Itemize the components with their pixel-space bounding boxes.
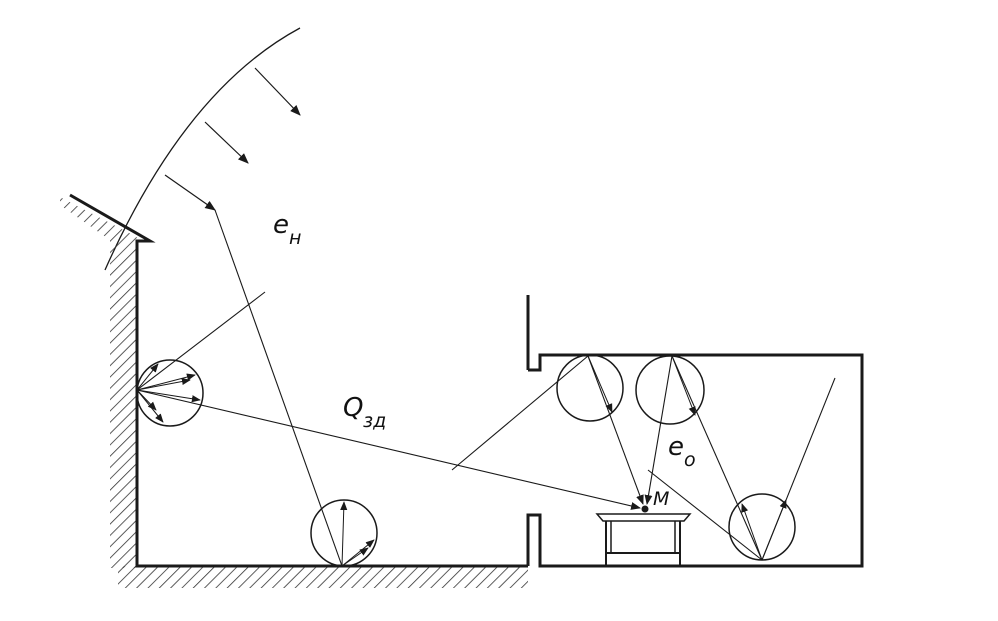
label-q-sub: зд <box>363 410 386 432</box>
reflection-circle-ceiling-left <box>556 354 624 422</box>
label-e-n-sub: н <box>289 227 301 249</box>
room-outline <box>526 295 864 568</box>
label-q-main: Q <box>343 393 363 423</box>
point-m <box>641 505 649 513</box>
reflection-circle-ground <box>310 499 378 567</box>
label-e-n-main: e <box>273 210 289 240</box>
label-point-m: M <box>653 488 669 510</box>
light-rays <box>136 209 836 567</box>
label-e-o-sub: о <box>684 449 696 471</box>
sky-dome <box>104 27 301 271</box>
left-building-wall <box>69 193 528 568</box>
label-e-o: e о <box>668 432 696 471</box>
reflection-circle-floor <box>728 493 796 561</box>
label-q-zd: Q зд <box>343 393 386 432</box>
sky-rays <box>164 67 301 211</box>
label-e-n: e н <box>273 210 301 249</box>
table <box>595 513 692 566</box>
ground-hatching <box>60 197 528 588</box>
reflection-circle-wall <box>136 359 204 427</box>
label-e-o-main: e <box>668 432 684 462</box>
